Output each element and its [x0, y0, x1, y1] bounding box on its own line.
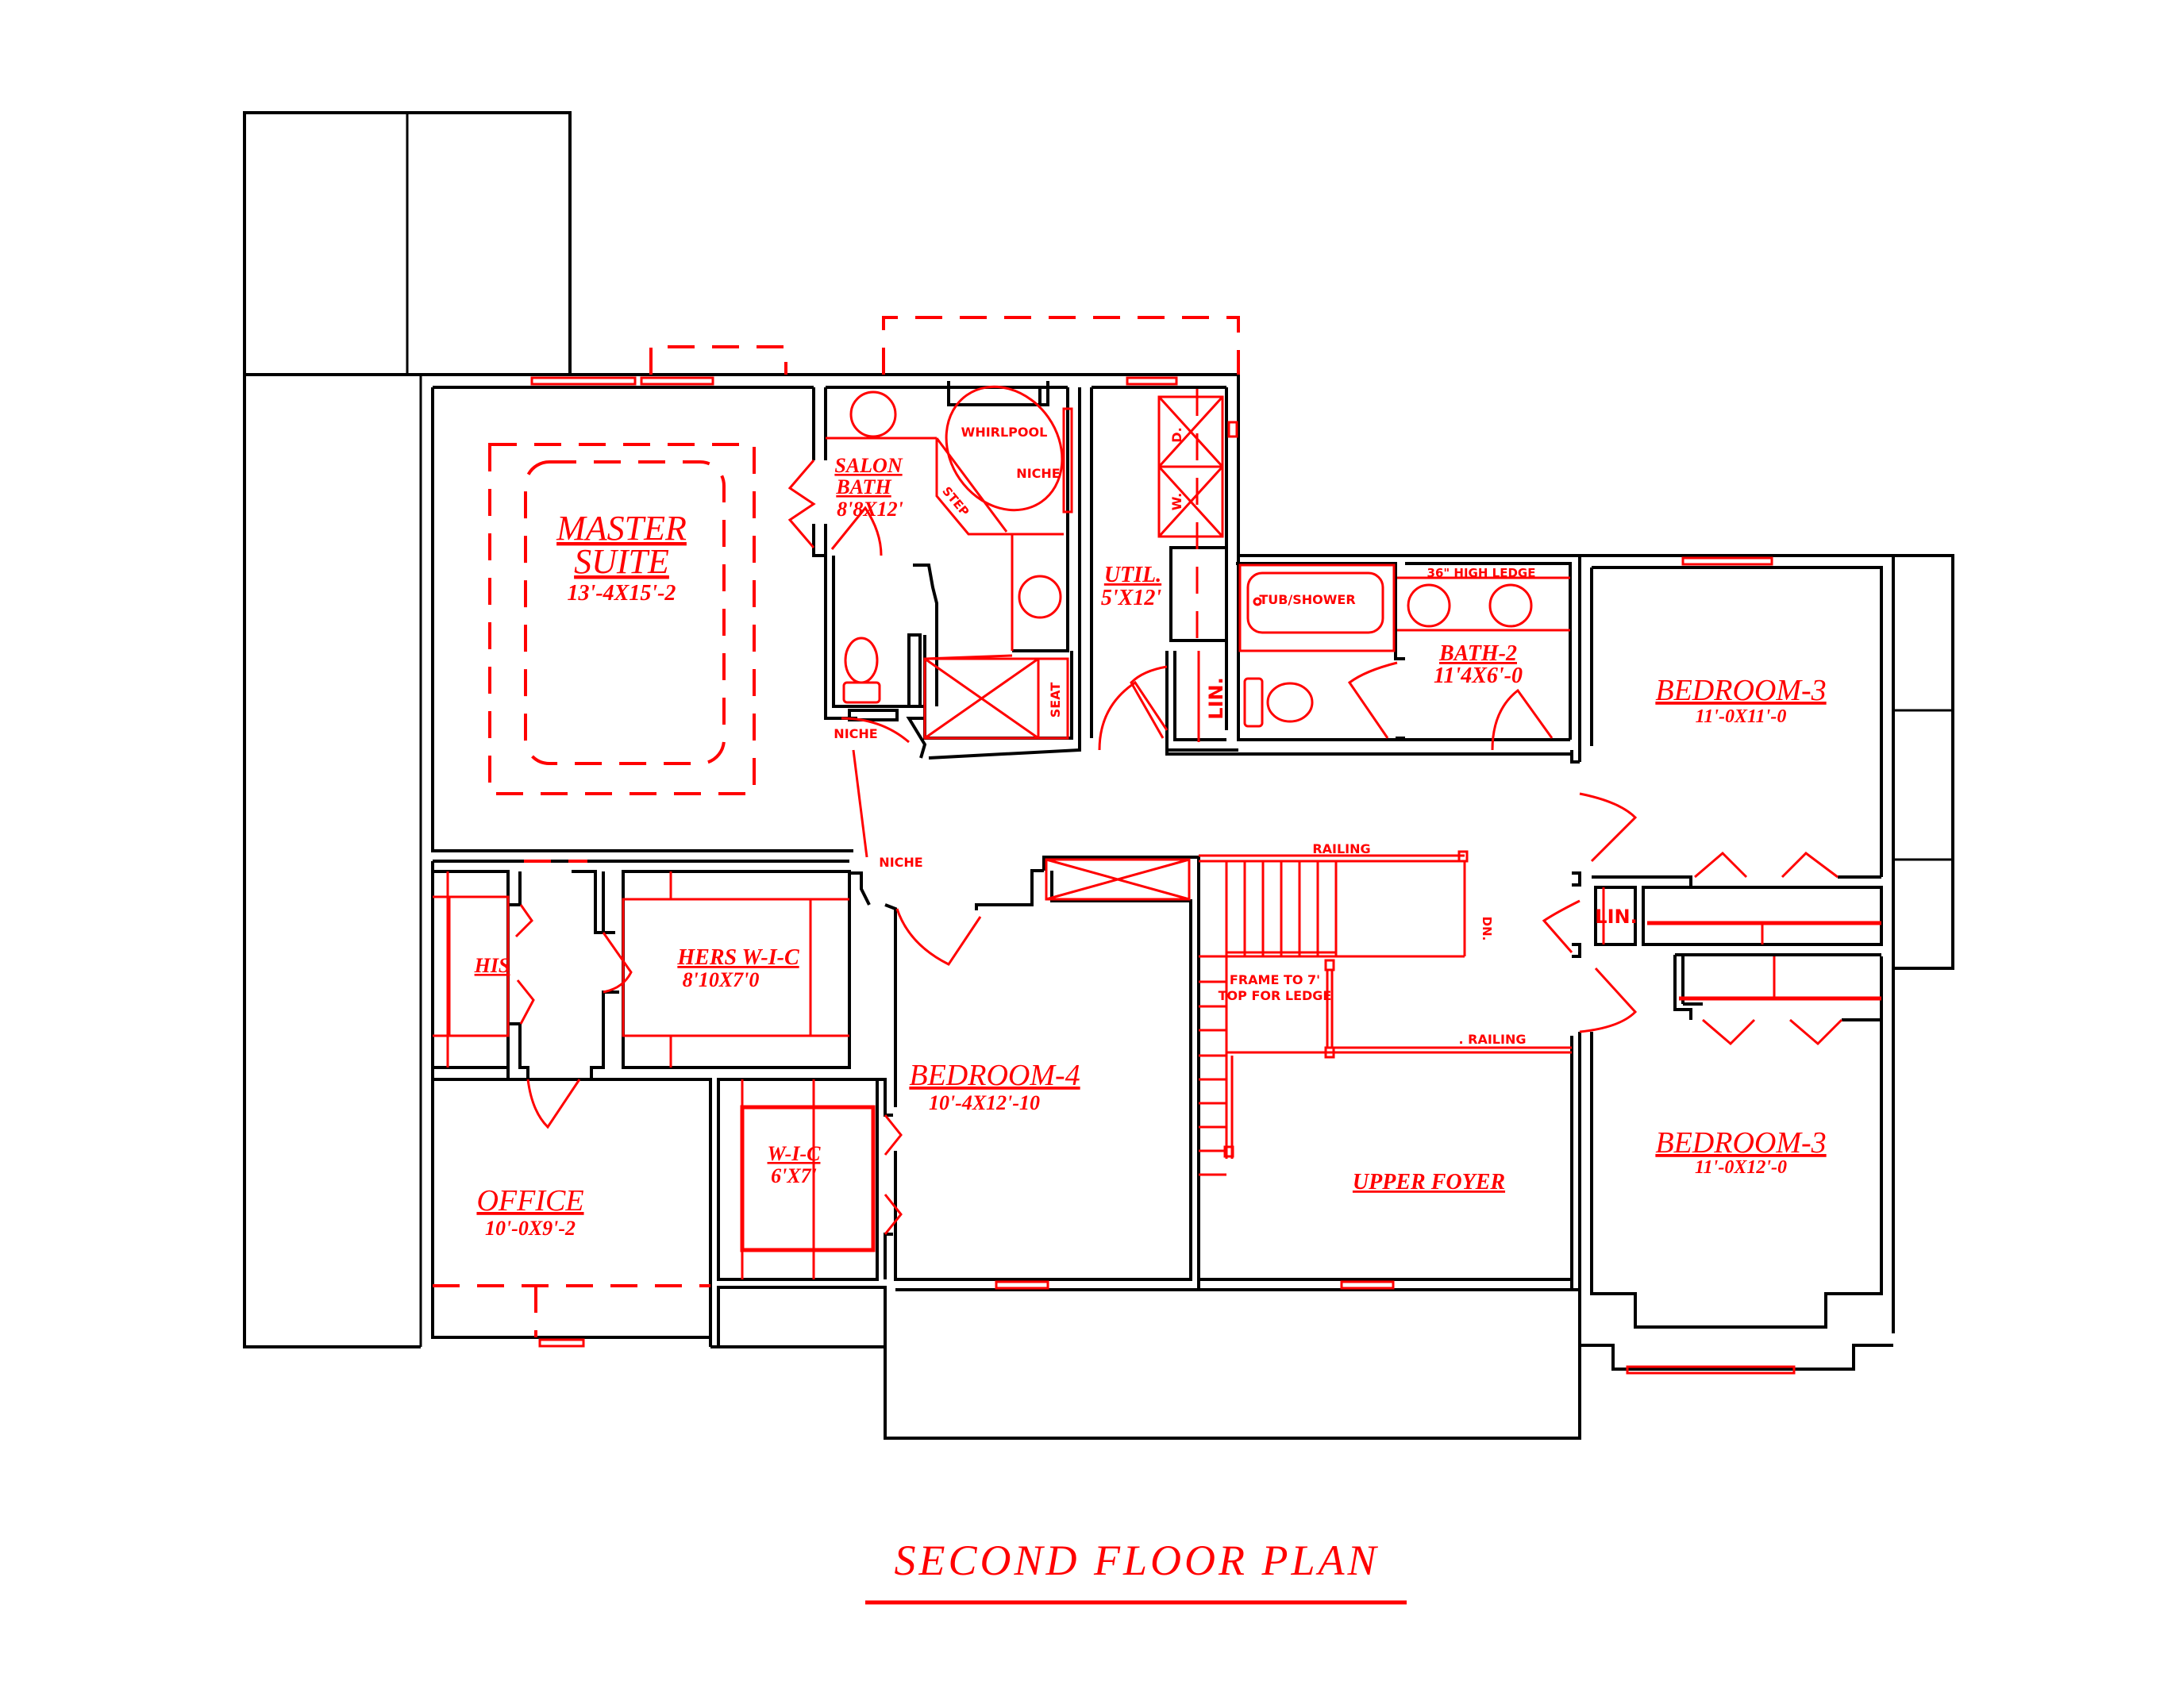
- sink-icon: [1488, 583, 1533, 628]
- walls: [243, 111, 1954, 1440]
- wic-dimensions: 6'X7': [771, 1164, 817, 1187]
- shower-seat-label: SEAT: [1048, 683, 1063, 718]
- hall-niche-label: NICHE: [879, 855, 922, 870]
- stairs-down-label: DN.: [1480, 917, 1494, 941]
- salon-bath-name-2: BATH: [835, 475, 891, 498]
- bedroom4-name: BEDROOM-4: [909, 1059, 1080, 1092]
- hall-doors: [852, 749, 1881, 1046]
- closets: [433, 860, 903, 1279]
- salon-bath-dimensions: 8'8X12': [837, 498, 903, 521]
- tub-shower-label: TUB/SHOWER: [1259, 592, 1355, 607]
- salon-bath-fixtures: [787, 385, 1073, 744]
- frame-note-line1: FRAME TO 7': [1230, 972, 1320, 987]
- bedroom3-lower-dimensions: 11'-0X12'-0: [1695, 1157, 1787, 1178]
- upper-foyer-name: UPPER FOYER: [1353, 1170, 1505, 1194]
- sink-icon: [849, 390, 897, 438]
- sink-icon: [1407, 583, 1451, 628]
- toilet-icon: [844, 637, 879, 684]
- util-name: UTIL.: [1104, 563, 1161, 587]
- tray-ceiling: [488, 443, 756, 795]
- hall-linen-label: LIN.: [1595, 906, 1637, 928]
- bath2-name: BATH-2: [1438, 641, 1517, 666]
- ledge-label: 36" HIGH LEDGE: [1427, 566, 1536, 580]
- master-suite-name-1: MASTER: [556, 509, 687, 548]
- salon-bath-name-1: SALON: [834, 454, 903, 477]
- shower-icon: [923, 657, 1069, 740]
- master-suite-dimensions: 13'-4X15'-2: [568, 581, 676, 606]
- office-dimensions: 10'-0X9'-2: [485, 1217, 576, 1240]
- util-fixtures: [1098, 389, 1224, 751]
- wic-name: W-I-C: [768, 1142, 822, 1165]
- tub-niche-label: NICHE: [1016, 466, 1060, 481]
- bath2-dimensions: 11'4X6'-0: [1434, 664, 1523, 688]
- his-closet-name: HIS: [474, 954, 510, 977]
- bath2-fixtures: [1238, 564, 1570, 751]
- bedroom4-dimensions: 10'-4X12'-10: [929, 1091, 1040, 1114]
- office-name: OFFICE: [476, 1184, 583, 1218]
- wc-niche-label: NICHE: [834, 726, 877, 741]
- windows: [530, 376, 1796, 1375]
- railing-mid-label: . RAILING: [1459, 1032, 1527, 1047]
- hers-wic-dimensions: 8'10X7'0: [683, 968, 760, 991]
- staircase: [1045, 850, 1572, 1176]
- room-labels: MASTER SUITE 13'-4X15'-2 SALON BATH 8'8X…: [474, 454, 1827, 1240]
- sink-icon: [1018, 575, 1062, 619]
- bump-outs: [649, 316, 1240, 375]
- bedroom3-upper-dimensions: 11'-0X11'-0: [1696, 706, 1787, 727]
- util-dimensions: 5'X12': [1101, 586, 1161, 610]
- railing-top-label: RAILING: [1312, 841, 1370, 856]
- util-linen-label: LIN.: [1205, 677, 1227, 719]
- dryer-label: D.: [1169, 427, 1184, 442]
- tub-icon: [1246, 571, 1384, 634]
- bedroom3-upper-name: BEDROOM-3: [1655, 674, 1826, 707]
- whirlpool-tub-icon: [945, 385, 1064, 512]
- hers-wic-name: HERS W-I-C: [676, 945, 799, 970]
- washer-label: W.: [1169, 493, 1184, 510]
- toilet-icon: [1243, 677, 1264, 728]
- bedroom3-lower-name: BEDROOM-3: [1655, 1126, 1826, 1160]
- master-suite-name-2: SUITE: [574, 542, 669, 581]
- whirlpool-label: WHIRLPOOL: [961, 425, 1048, 440]
- plan-title: SECOND FLOOR PLAN: [894, 1537, 1379, 1584]
- frame-note-line2: TOP FOR LEDGE: [1219, 988, 1332, 1003]
